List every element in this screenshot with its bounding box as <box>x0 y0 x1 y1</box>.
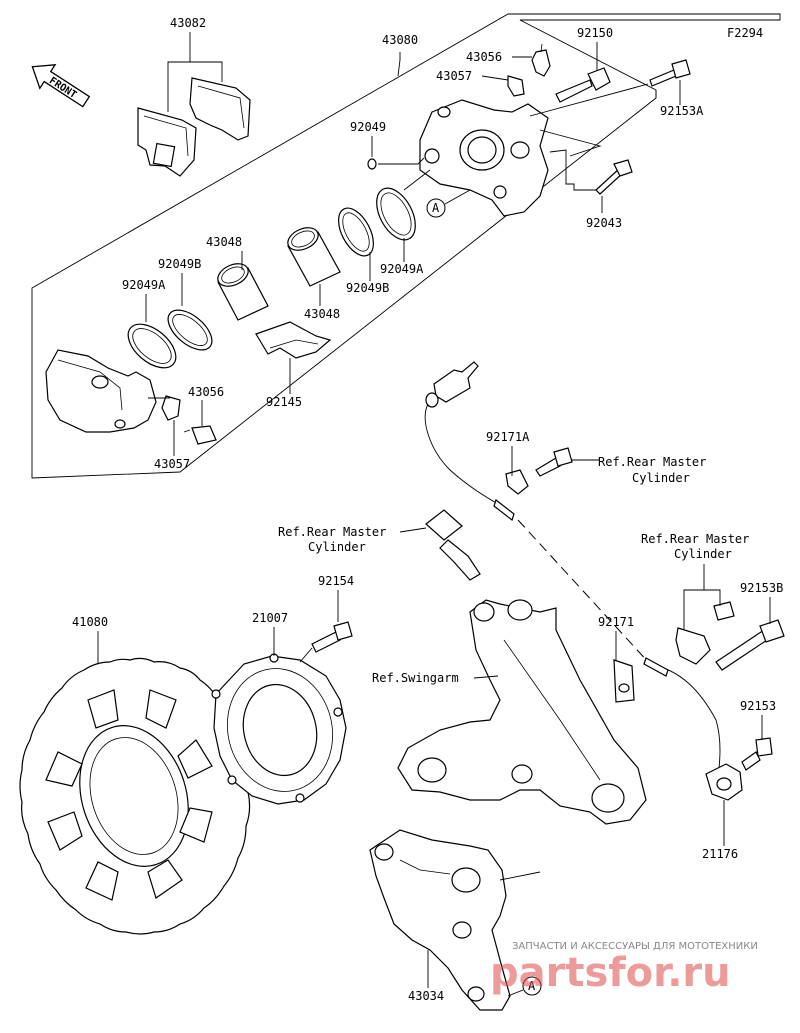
label-92049B-right: 92049B <box>346 281 389 295</box>
ref-circle-a-bottom: A <box>522 976 542 996</box>
label-92049B-left: 92049B <box>158 257 201 271</box>
label-92049A-left: 92049A <box>122 278 166 292</box>
clamp-92171 <box>613 659 635 703</box>
label-43080: 43080 <box>382 33 418 47</box>
ref-rear-master-3-line1: Ref.Rear Master <box>641 532 749 546</box>
wire-route-line <box>517 519 651 665</box>
label-43048-right: 43048 <box>304 307 340 321</box>
bleeder-cap-top <box>507 75 525 97</box>
swingarm <box>397 599 647 825</box>
ref-circle-a-top: A <box>426 198 446 218</box>
ref-rear-master-2-line1: Ref.Rear Master <box>278 525 386 539</box>
washer-92049 <box>367 158 377 170</box>
wire-grommet-low <box>643 657 669 677</box>
bolt-92150 <box>555 67 611 103</box>
seal-92049B-right <box>338 207 374 257</box>
label-92153B: 92153B <box>740 581 783 595</box>
bracket-rear-master-2 <box>675 601 735 665</box>
label-92171A: 92171A <box>486 430 530 444</box>
label-43056-low: 43056 <box>188 385 224 399</box>
label-92171: 92171 <box>598 615 634 629</box>
label-92049A-right: 92049A <box>380 262 424 276</box>
speed-sensor-top <box>425 361 479 408</box>
bolt-rear-master-1 <box>535 447 573 477</box>
ref-rear-master-1-line2: Cylinder <box>632 471 690 485</box>
rear-master-fitting <box>425 509 481 581</box>
sensor-rotor-21007 <box>211 653 347 805</box>
ref-swingarm: Ref.Swingarm <box>372 671 459 685</box>
label-92150: 92150 <box>577 26 613 40</box>
bleeder-cap-low <box>161 395 181 421</box>
caliper-body <box>45 349 157 433</box>
ref-rear-master-1-line1: Ref.Rear Master <box>598 455 706 469</box>
label-92153A: 92153A <box>660 104 704 118</box>
bolt-92153 <box>741 737 773 771</box>
watermark-logo: partsfor.ru <box>490 950 731 996</box>
label-92153: 92153 <box>740 699 776 713</box>
label-43057-low: 43057 <box>154 457 190 471</box>
label-92043: 92043 <box>586 216 622 230</box>
pad-spring-92145 <box>255 321 332 359</box>
clamp-92171A <box>505 469 529 495</box>
bleeder-valve-top <box>531 43 551 77</box>
piston-43048-left <box>217 263 269 321</box>
svg-text:A: A <box>528 979 536 993</box>
label-43057-top: 43057 <box>436 69 472 83</box>
wire-grommet <box>493 499 515 521</box>
label-92049: 92049 <box>350 120 386 134</box>
label-43034: 43034 <box>408 989 444 1003</box>
bolt-92153A <box>649 59 691 87</box>
svg-text:A: A <box>432 201 440 215</box>
ref-rear-master-2-line2: Cylinder <box>308 540 366 554</box>
ref-rear-master-3-line2: Cylinder <box>674 547 732 561</box>
seal-92049B-left <box>167 309 213 351</box>
front-arrow-icon: FRONT <box>31 64 91 108</box>
label-43082: 43082 <box>170 16 206 30</box>
bolt-92154 <box>311 621 353 653</box>
seal-92049A-left <box>127 323 177 369</box>
diagram-code: F2294 <box>727 26 763 40</box>
caliper-bracket <box>419 99 549 217</box>
label-43056-top: 43056 <box>466 50 502 64</box>
brake-disc-41080 <box>19 657 251 935</box>
label-43048-left: 43048 <box>206 235 242 249</box>
brake-pad-set <box>137 77 251 177</box>
label-21007: 21007 <box>252 611 288 625</box>
abs-sensor-21176 <box>705 763 743 801</box>
bleeder-valve-low <box>183 425 217 445</box>
label-21176: 21176 <box>702 847 738 861</box>
caliper-assembly-box <box>31 13 781 479</box>
pin-92043 <box>595 159 633 195</box>
label-92145: 92145 <box>266 395 302 409</box>
label-41080: 41080 <box>72 615 108 629</box>
caliper-bracket-43034 <box>369 829 511 1011</box>
piston-43048-right <box>287 227 341 287</box>
seal-92049A-right <box>376 187 416 241</box>
watermark-tagline: ЗАПЧАСТИ И АКСЕССУАРЫ ДЛЯ МОТОТЕХНИКИ <box>512 941 758 952</box>
bolt-92153B <box>715 619 785 671</box>
label-92154: 92154 <box>318 574 354 588</box>
